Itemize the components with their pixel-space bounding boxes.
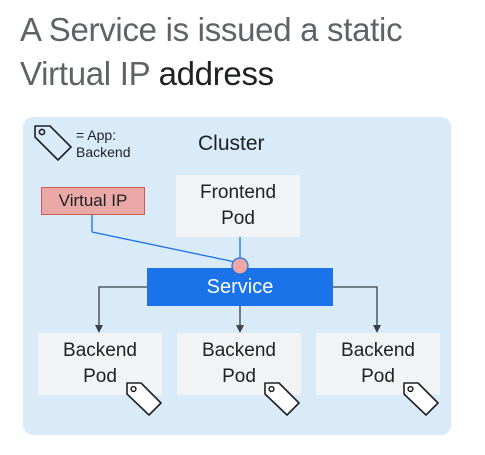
backend-pod-label: Backend Pod bbox=[202, 340, 276, 387]
title-line-2-light: Virtual IP bbox=[20, 55, 159, 92]
service-to-backend-1-link bbox=[98, 286, 147, 326]
cluster-label: Cluster bbox=[198, 132, 265, 155]
arrow-head-backend-1 bbox=[95, 325, 103, 333]
frontend-pod-label: Frontend Pod bbox=[199, 182, 277, 229]
legend-label: = App: Backend bbox=[76, 127, 130, 161]
frontend-pod: Frontend Pod bbox=[176, 175, 300, 237]
title-line-1: A Service is issued a static bbox=[20, 11, 403, 48]
diagram-title: A Service is issued a static Virtual IP … bbox=[20, 8, 480, 96]
backend-pod-label: Backend Pod bbox=[341, 340, 415, 387]
virtual-ip-box: Virtual IP bbox=[41, 187, 145, 215]
tag-icon bbox=[34, 125, 72, 161]
tag-icon bbox=[403, 382, 439, 416]
legend-line-1: = App: bbox=[76, 127, 117, 143]
virtual-ip-endpoint-dot bbox=[231, 257, 249, 275]
title-line-2: Virtual IP address bbox=[20, 52, 480, 96]
virtual-ip-link bbox=[91, 231, 241, 264]
arrow-head-backend-3 bbox=[373, 325, 381, 333]
service-box: Service bbox=[147, 268, 333, 306]
legend-line-2: Backend bbox=[76, 144, 131, 160]
backend-pod-label: Backend Pod bbox=[63, 340, 137, 387]
service-to-backend-3-link bbox=[333, 286, 378, 326]
tag-icon bbox=[264, 382, 300, 416]
title-line-2-dark: address bbox=[158, 55, 275, 92]
tag-icon bbox=[126, 382, 162, 416]
arrow-head-backend-2 bbox=[236, 325, 244, 333]
